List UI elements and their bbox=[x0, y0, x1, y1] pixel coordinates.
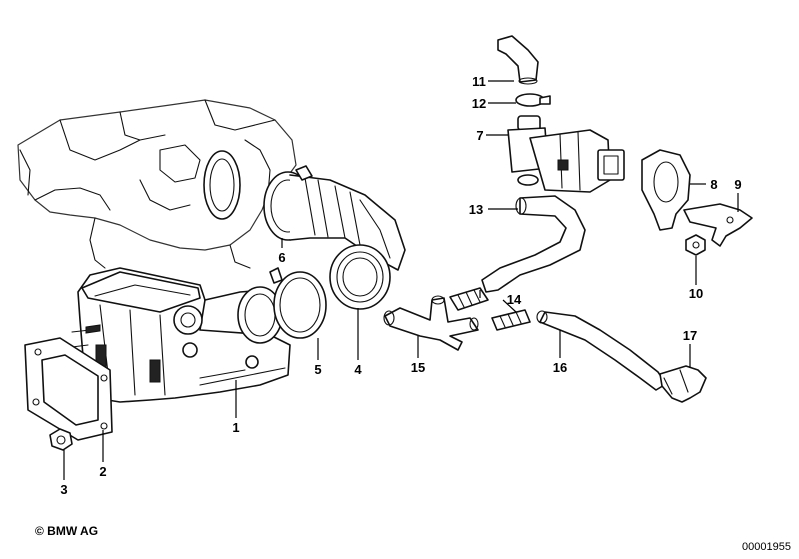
copyright-notice: © BMW AG bbox=[35, 524, 99, 538]
callout-14: 14 bbox=[507, 292, 522, 307]
hose-16 bbox=[536, 310, 667, 391]
callout-11: 11 bbox=[472, 74, 486, 89]
callout-9: 9 bbox=[734, 177, 741, 192]
bent-hose-13 bbox=[481, 195, 586, 293]
callout-4: 4 bbox=[354, 362, 362, 377]
hose-clip-12 bbox=[515, 93, 551, 107]
elbow-hose-11 bbox=[497, 35, 539, 85]
callout-3: 3 bbox=[60, 482, 67, 497]
document-number: 00001955 bbox=[742, 541, 791, 553]
mounting-bracket-9 bbox=[683, 203, 753, 247]
callout-16: 16 bbox=[553, 360, 567, 375]
callout-2: 2 bbox=[99, 464, 106, 479]
bracket-8 bbox=[641, 149, 691, 231]
callout-8: 8 bbox=[710, 177, 717, 192]
callout-10: 10 bbox=[689, 286, 703, 301]
callout-6: 6 bbox=[278, 250, 285, 265]
callout-17: 17 bbox=[683, 328, 697, 343]
gasket bbox=[24, 337, 113, 441]
leader-lines bbox=[63, 80, 739, 480]
intake-boot-4 bbox=[329, 244, 391, 310]
callout-7: 7 bbox=[476, 128, 483, 143]
hex-nut-3 bbox=[49, 428, 73, 451]
callout-labels: 1 2 3 4 5 6 7 8 9 10 11 12 13 14 15 16 1… bbox=[60, 74, 741, 497]
callout-12: 12 bbox=[472, 96, 486, 111]
callout-15: 15 bbox=[411, 360, 425, 375]
callout-5: 5 bbox=[314, 362, 321, 377]
callout-1: 1 bbox=[232, 420, 239, 435]
engine-manifold-background bbox=[17, 99, 297, 269]
idle-control-valve-7 bbox=[507, 115, 625, 193]
air-flow-meter bbox=[71, 267, 291, 403]
callout-13: 13 bbox=[469, 202, 483, 217]
y-connector-15 bbox=[383, 295, 479, 351]
hose-connectors-14 bbox=[449, 287, 531, 331]
hose-clamp-5 bbox=[269, 267, 327, 339]
rubber-boot-6 bbox=[263, 165, 406, 271]
hex-nut-10 bbox=[685, 234, 706, 256]
angled-connector-17 bbox=[659, 365, 707, 403]
